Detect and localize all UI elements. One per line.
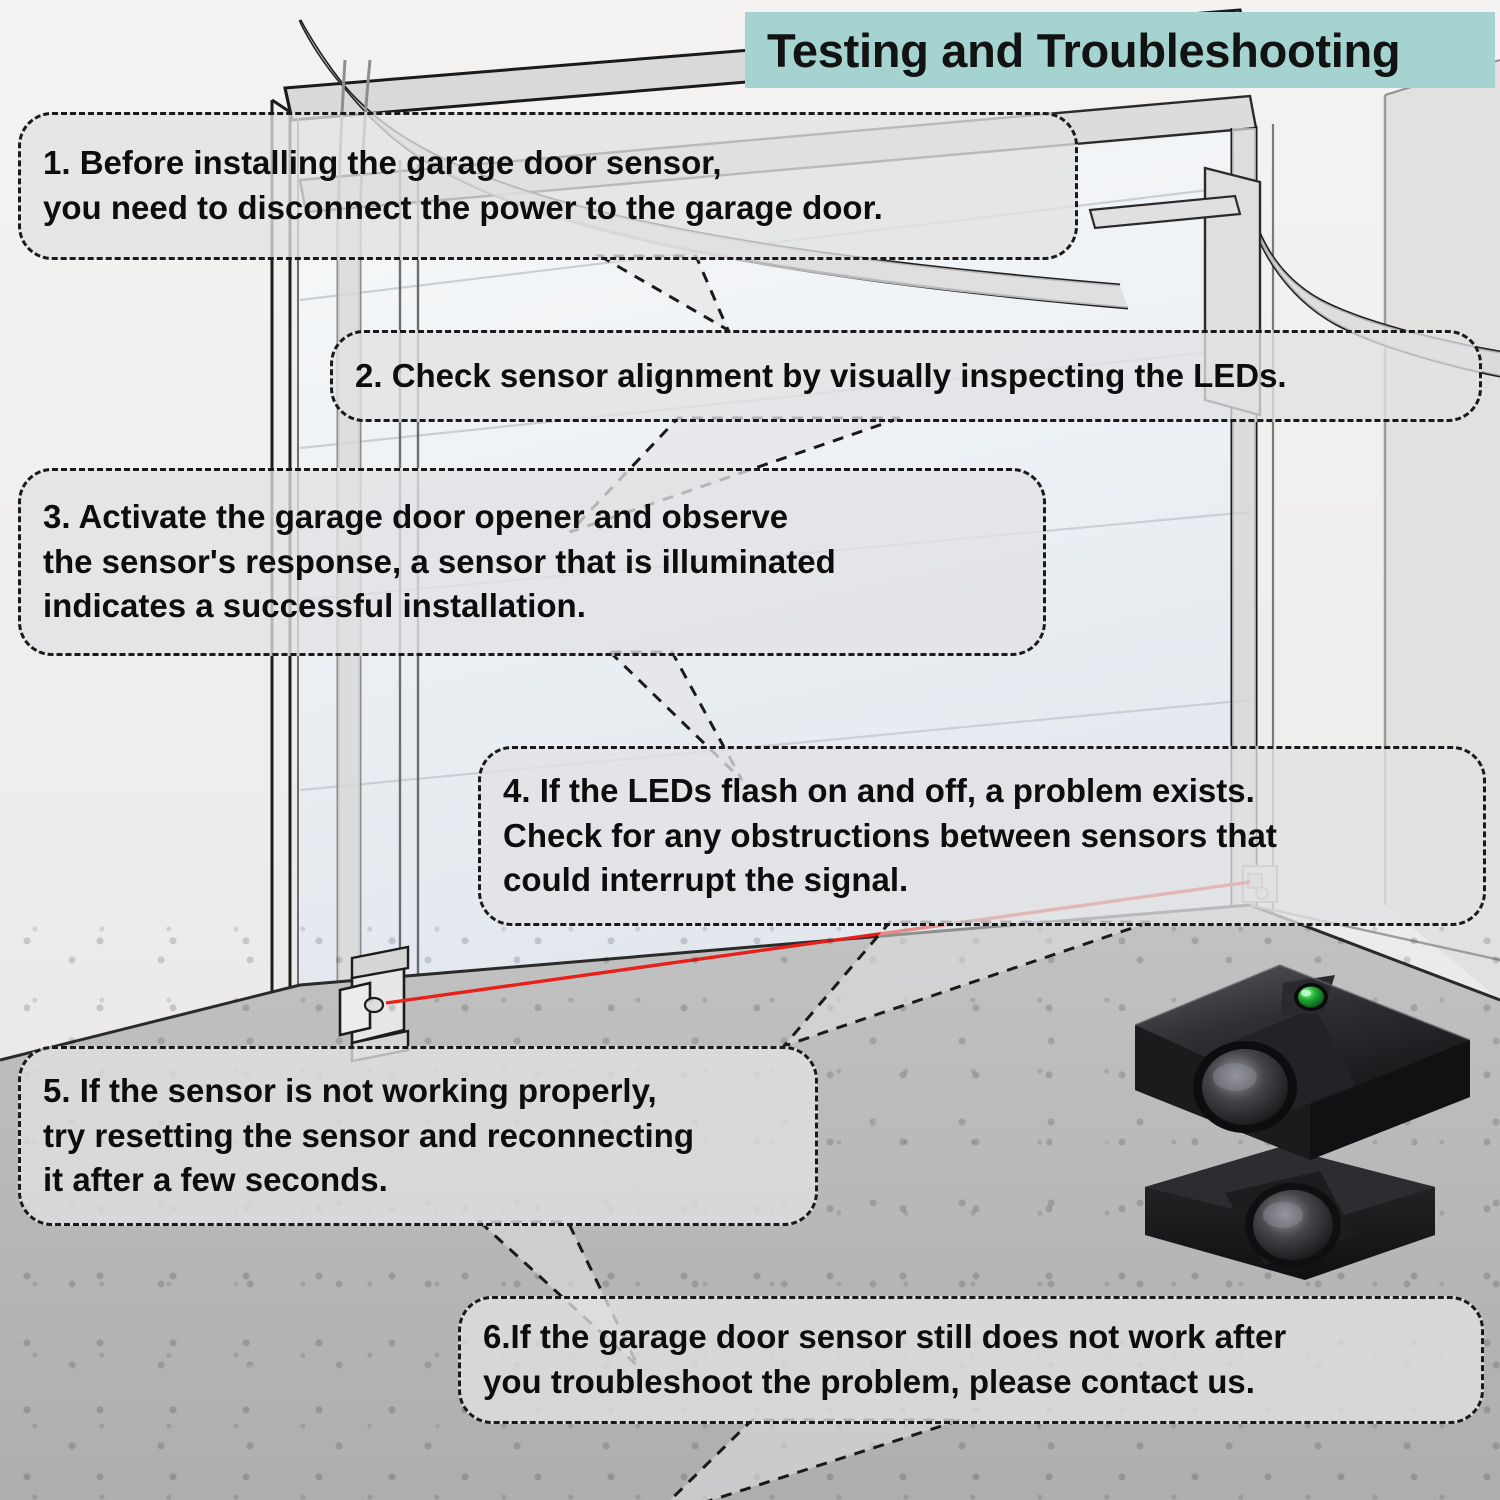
callout-line: 6.If the garage door sensor still does n… <box>483 1318 1287 1356</box>
callout-line: 3. Activate the garage door opener and o… <box>43 497 789 535</box>
callout-step-5: 5. If the sensor is not working properly… <box>18 1046 818 1226</box>
callout-line: 2. Check sensor alignment by visually in… <box>355 356 1287 394</box>
callout-line: 4. If the LEDs flash on and off, a probl… <box>503 771 1255 809</box>
callout-line: indicates a successful installation. <box>43 587 586 625</box>
callout-bubble: 3. Activate the garage door opener and o… <box>18 468 1046 656</box>
callout-line: 5. If the sensor is not working properly… <box>43 1071 657 1109</box>
callout-line: could interrupt the signal. <box>503 861 909 899</box>
callout-bubble: 1. Before installing the garage door sen… <box>18 112 1078 260</box>
callout-step-2: 2. Check sensor alignment by visually in… <box>330 330 1482 422</box>
callout-step-1: 1. Before installing the garage door sen… <box>18 112 1078 260</box>
callout-line: the sensor's response, a sensor that is … <box>43 542 836 580</box>
header-banner: Testing and Troubleshooting <box>745 12 1495 88</box>
callout-line: 1. Before installing the garage door sen… <box>43 144 722 182</box>
callout-step-3: 3. Activate the garage door opener and o… <box>18 468 1046 656</box>
page-title: Testing and Troubleshooting <box>767 23 1401 77</box>
callout-bubble: 4. If the LEDs flash on and off, a probl… <box>478 746 1486 926</box>
callout-line: you need to disconnect the power to the … <box>43 189 883 226</box>
callout-line: try resetting the sensor and reconnectin… <box>43 1116 694 1154</box>
sensor-product-photo <box>1105 935 1500 1300</box>
callout-bubble: 2. Check sensor alignment by visually in… <box>330 330 1482 422</box>
callout-bubble: 5. If the sensor is not working properly… <box>18 1046 818 1226</box>
callout-line: you troubleshoot the problem, please con… <box>483 1363 1255 1400</box>
callout-line: Check for any obstructions between senso… <box>503 816 1277 854</box>
callout-line: it after a few seconds. <box>43 1161 388 1199</box>
callout-step-6: 6.If the garage door sensor still does n… <box>458 1296 1484 1424</box>
callout-bubble: 6.If the garage door sensor still does n… <box>458 1296 1484 1424</box>
callout-step-4: 4. If the LEDs flash on and off, a probl… <box>478 746 1486 926</box>
